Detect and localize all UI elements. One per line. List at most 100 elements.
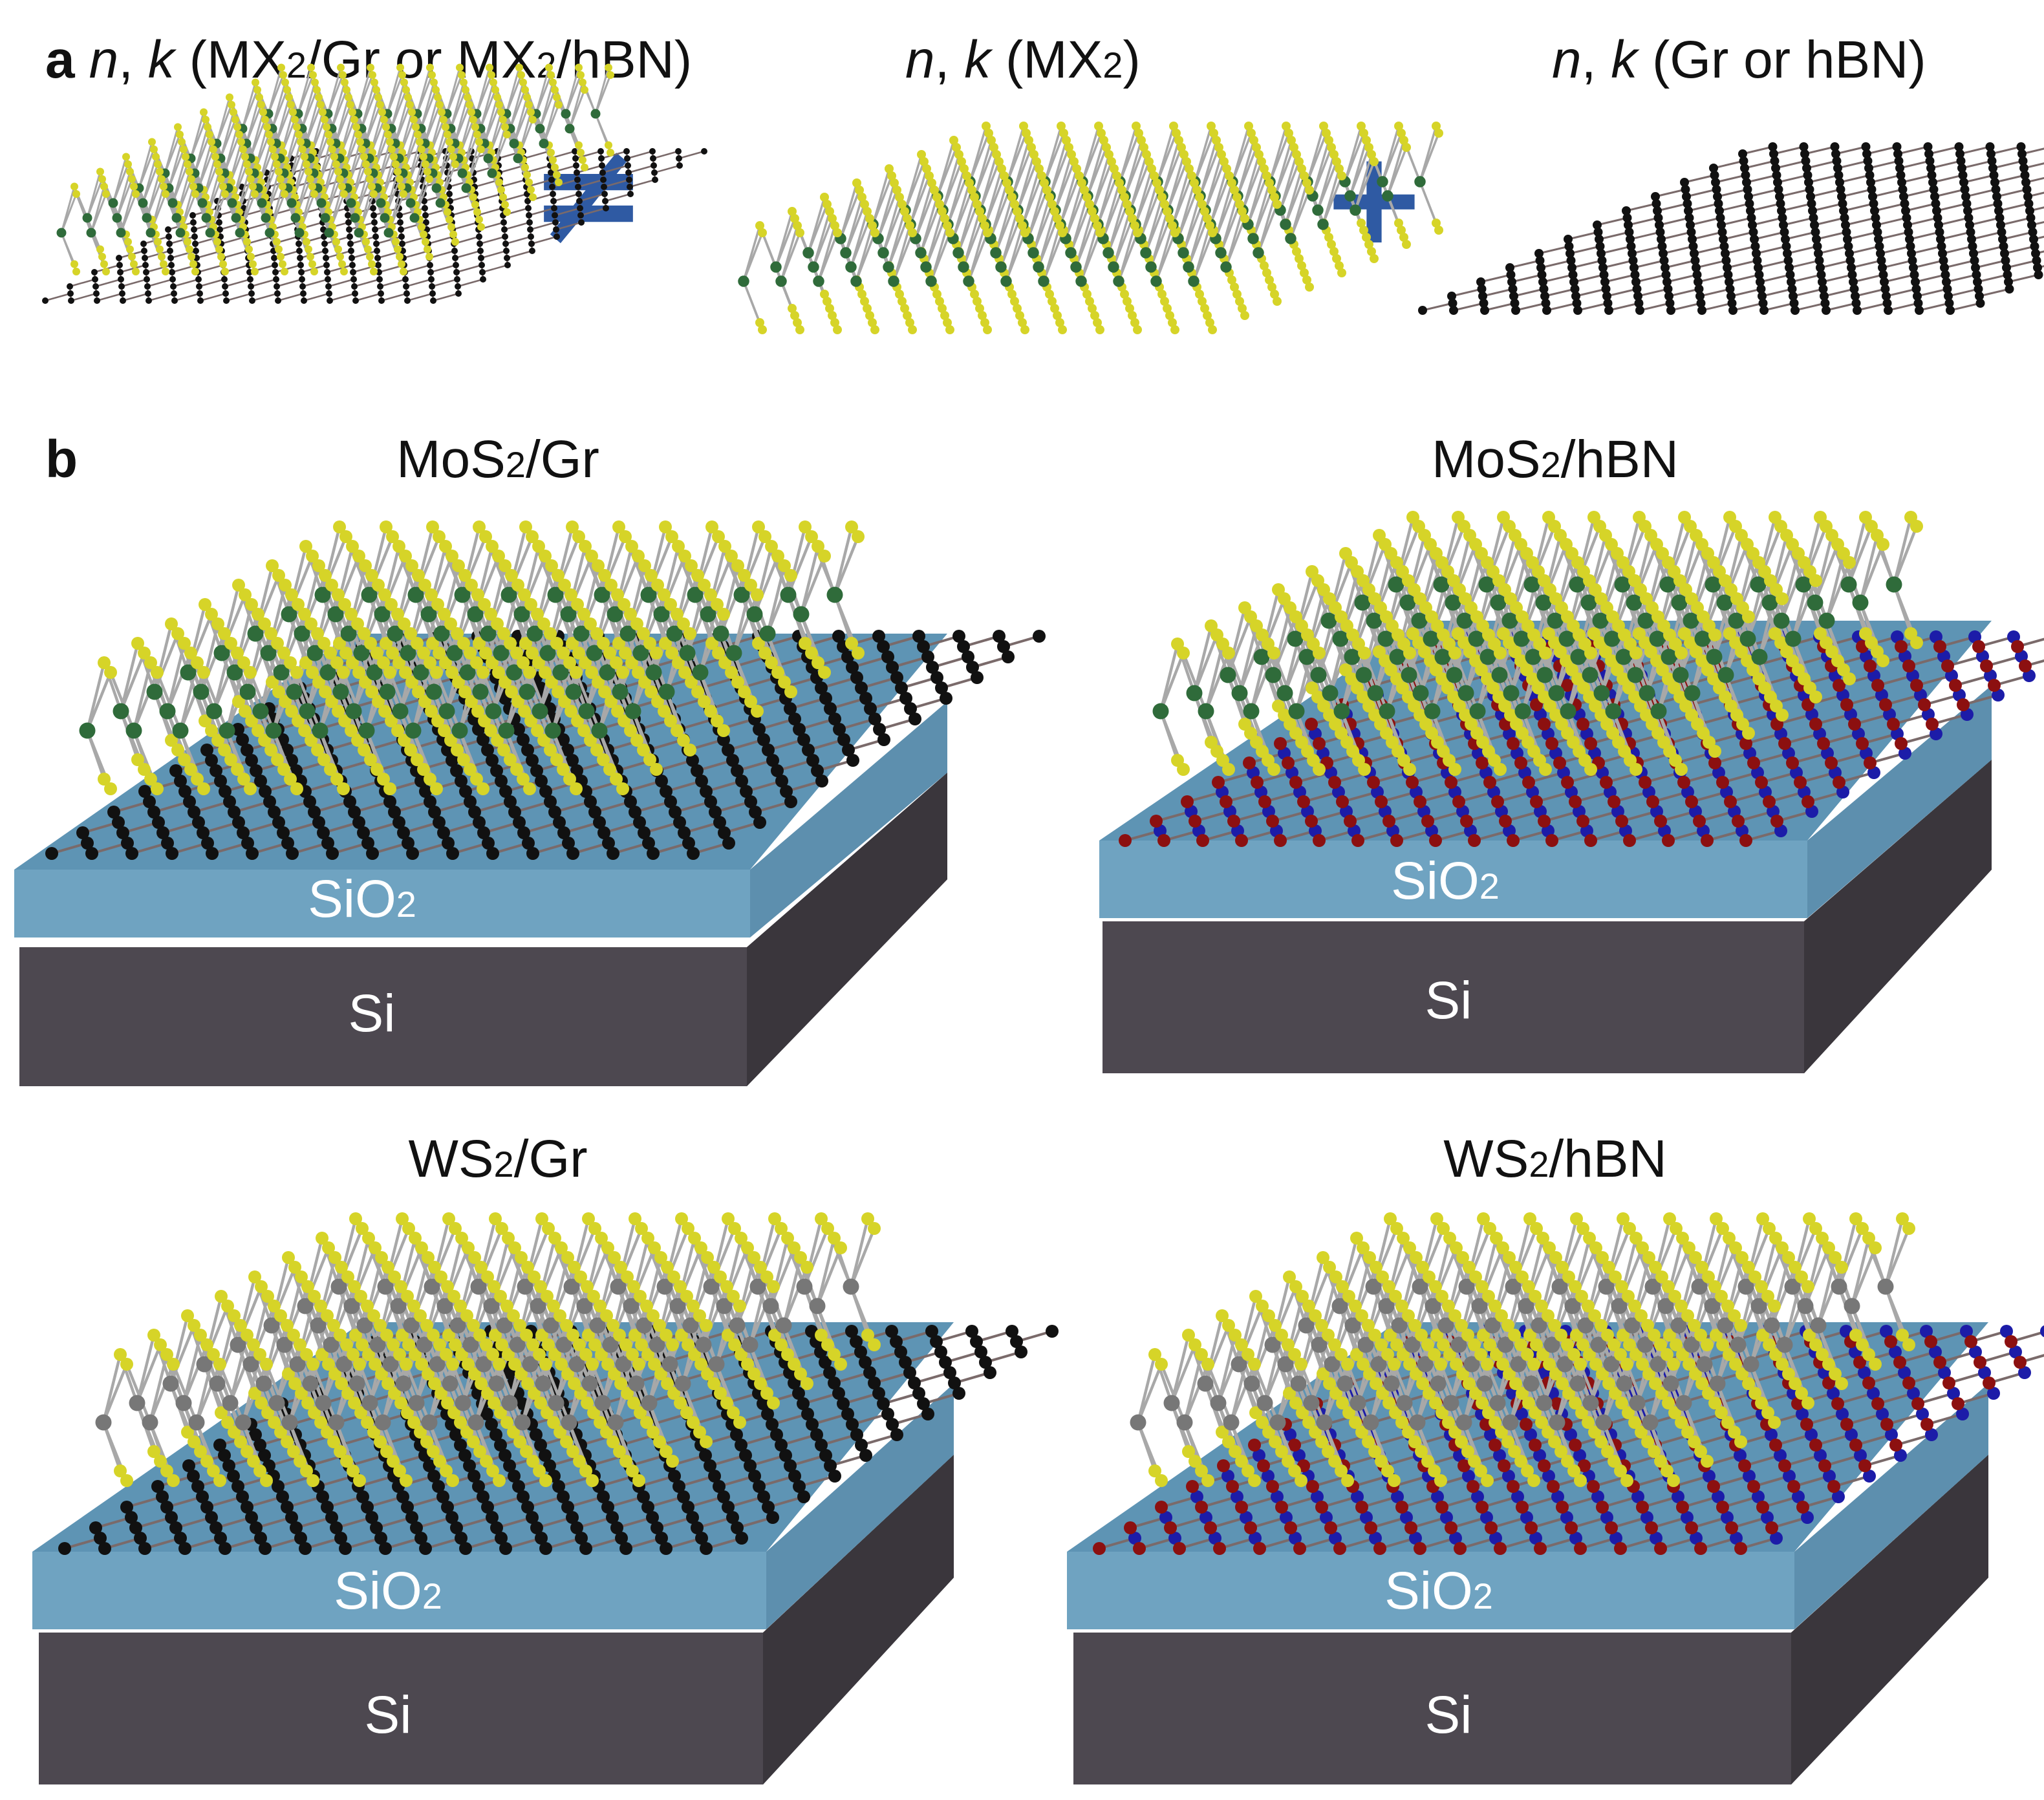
lattice-bond [1538,245,1569,255]
chalcogen-atom [978,214,987,223]
carbon-atom [2033,263,2042,272]
carbon-atom [1785,263,1794,272]
carbon-atom [1868,192,1877,201]
lattice-bond [356,67,372,114]
chalcogen-atom [154,238,162,246]
chalcogen-atom [499,193,507,201]
chalcogen-atom [577,149,585,156]
chalcogen-atom [200,108,208,116]
chalcogen-atom [394,245,402,253]
chalcogen-atom [1147,164,1156,173]
carbon-atom [248,290,255,297]
lattice-bond [974,140,993,197]
carbon-atom [221,276,228,283]
chalcogen-atom [468,108,475,116]
lattice-bond [1187,211,1206,268]
carbon-atom [169,269,175,275]
chalcogen-atom [291,116,299,123]
lattice-bond [504,221,530,231]
carbon-atom [1831,149,1840,158]
lattice-bond [1134,168,1153,225]
lattice-bond [483,97,499,144]
carbon-atom [1597,249,1606,258]
chalcogen-atom [1042,186,1051,195]
chalcogen-atom [219,260,227,268]
lattice-bond [475,193,502,202]
chalcogen-atom [1097,129,1106,138]
chalcogen-atom [247,175,255,183]
carbon-atom [477,241,483,247]
chalcogen-atom [980,318,989,327]
chalcogen-atom [1120,193,1129,202]
chalcogen-atom [581,86,588,94]
lattice-bond [1247,168,1265,225]
lattice-bond [565,67,580,114]
lattice-bond [120,264,146,273]
carbon-atom [1657,235,1666,244]
metal-atom [138,198,148,208]
chalcogen-atom [308,260,316,268]
carbon-atom [437,826,450,839]
chalcogen-atom [277,175,285,183]
chalcogen-atom [1329,150,1339,159]
chalcogen-atom [436,101,444,109]
lattice-bond [1022,168,1040,225]
lattice-bond [1092,154,1110,211]
chalcogen-atom [1018,221,1027,230]
carbon-atom [1505,263,1514,272]
carbon-atom [428,806,441,819]
chalcogen-atom [440,116,447,123]
chalcogen-atom [940,311,949,320]
carbon-atom [1874,235,1883,244]
carbon-atom [1837,192,1846,201]
lattice-bond [925,211,943,268]
lattice-bond [817,225,836,282]
chalcogen-atom [1292,150,1301,159]
lattice-bond [1289,182,1308,239]
chalcogen-atom [158,253,166,261]
lattice-bond [1994,174,2025,184]
chalcogen-atom [1214,143,1223,152]
chalcogen-atom [425,175,433,183]
lattice-bond [1950,302,1981,312]
carbon-atom [1536,263,1545,272]
carbon-atom [1876,249,1885,258]
lattice-bond [1730,288,1761,297]
metal-atom [813,275,824,287]
lattice-bond [1598,231,1630,241]
lattice-bond [364,97,380,144]
chalcogen-atom [204,123,211,131]
chalcogen-atom [1262,268,1271,277]
chalcogen-atom [1359,226,1368,235]
carbon-atom [1866,178,1875,187]
carbon-atom [397,219,403,226]
chalcogen-atom [581,164,588,171]
lattice-bond [1725,245,1756,255]
chalcogen-atom [295,131,303,138]
carbon-atom [572,148,578,155]
carbon-atom [1882,292,1891,301]
chalcogen-atom [362,238,370,246]
lattice-bond [1274,140,1293,197]
lattice-bond [1124,140,1143,197]
chalcogen-atom [579,156,586,164]
carbon-atom [1631,277,1641,286]
metal-atom [1377,176,1388,188]
lattice-bond [1905,202,1936,212]
chalcogen-atom [160,260,167,268]
chalcogen-atom [396,175,403,183]
lattice-bond [568,82,584,129]
chalcogen-atom [1160,200,1169,209]
carbon-atom [1538,277,1547,286]
chalcogen-atom [404,93,412,102]
metal-atom [257,198,267,208]
lattice-bond [1787,245,1818,255]
lattice-bond [1907,217,1938,226]
lattice-bond [1626,202,1657,212]
lattice-bond [303,292,330,302]
lattice-bond [920,197,938,253]
carbon-atom [419,785,432,798]
lattice-bond [479,235,506,245]
chalcogen-atom [1165,311,1174,320]
